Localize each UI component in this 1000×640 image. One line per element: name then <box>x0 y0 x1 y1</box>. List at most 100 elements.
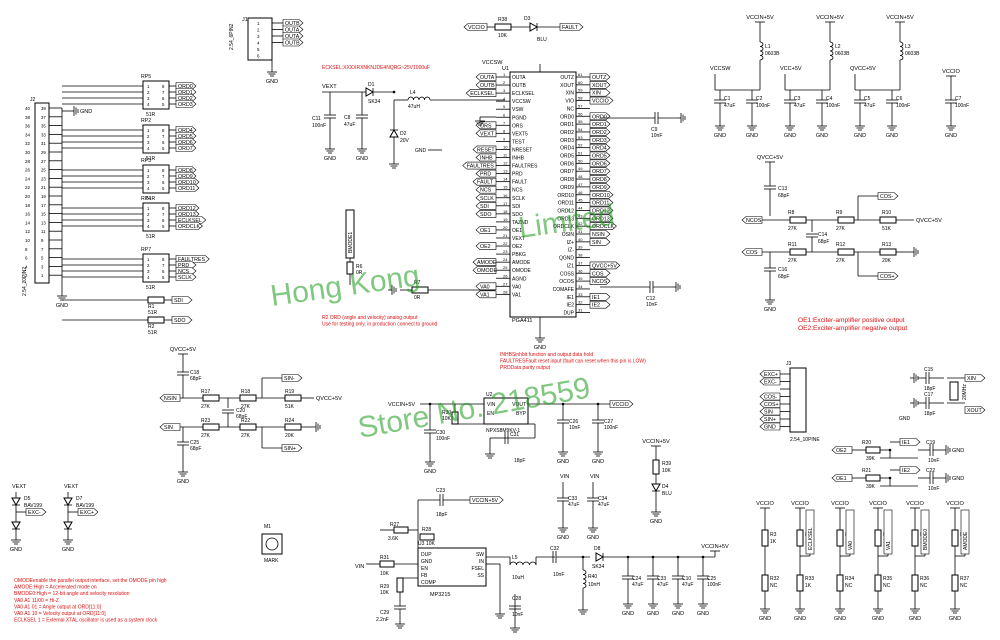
cap-value: 47uF <box>682 582 693 588</box>
pga-right-net <box>589 214 614 223</box>
pga-right-net <box>589 183 611 191</box>
cap-value: 18pF <box>924 411 935 417</box>
c32-value: 10nF <box>553 572 564 578</box>
fault-tag <box>559 23 584 31</box>
pga-left-net-label: OE1 <box>480 228 491 234</box>
ldo-pin: VIN <box>487 402 496 408</box>
j2-pin-number: 22 <box>25 185 31 190</box>
pga-pin-number: 12 <box>503 161 508 166</box>
rpack-name: RP3 <box>141 158 151 164</box>
sin-minus-tag-label: SIN- <box>284 376 295 382</box>
inductor-symbol <box>407 96 431 101</box>
resistor-symbol <box>836 574 844 592</box>
inductor-symbol <box>509 561 537 566</box>
rpack-net-tag-label: ORD1 <box>178 90 193 96</box>
pga-left-net-label: ECLKSEL <box>470 91 494 97</box>
pga-right-net-label: XOUT <box>592 83 607 89</box>
power-label: VCCIN+5V <box>886 15 914 21</box>
note-mid: Use for testing only, in production conn… <box>322 322 437 328</box>
pga-left-net <box>472 177 497 186</box>
buck-pin: GND <box>421 559 433 565</box>
pga-pin-number: 7 <box>503 120 506 125</box>
pga-left-net <box>475 226 497 234</box>
power-label: VCCIN+5V <box>746 15 774 21</box>
pga-pin-number: 39 <box>578 245 583 250</box>
r7-name: R7 <box>414 280 421 286</box>
rpack-net-tag <box>175 100 197 108</box>
vin-label: VIN <box>560 474 569 480</box>
pga-left-pin: OUTA <box>512 75 526 81</box>
r9-value: 27K <box>836 226 846 232</box>
pga-right-net <box>589 269 611 278</box>
resistor-symbol <box>879 248 897 256</box>
j2-pin-number: 16 <box>25 212 31 217</box>
power-label: VCCIO <box>906 501 924 507</box>
j2-pin-number: 36 <box>25 124 31 129</box>
pga-left-net-label: SCLK <box>480 196 494 202</box>
resistor-symbol <box>911 574 919 592</box>
rpack-net-tag-label: SCLK <box>178 275 192 281</box>
c26-value: 10nF <box>569 425 580 431</box>
qvcc-label: QVCC+5V <box>316 396 342 402</box>
ldo-chip <box>483 397 529 425</box>
j2-pin-number: 21 <box>41 185 46 190</box>
j2-pin-number: 20 <box>25 194 31 199</box>
cap-name: C3 <box>794 96 801 102</box>
buck-part: MP3215 <box>430 592 451 598</box>
pga-right-net <box>589 238 611 246</box>
pga-right-net-label: ORD4 <box>592 146 607 152</box>
pga-right-pin: ORD13 <box>557 216 574 222</box>
pga-right-net-label: COS <box>592 271 604 277</box>
rpack-net-tag-label: ECLKSEL <box>178 218 202 224</box>
ground-label: GND <box>592 459 604 465</box>
fault-tag-label: FAULT <box>562 25 579 31</box>
j2-pin-number: 27 <box>41 159 46 164</box>
resistor-symbol <box>147 296 165 304</box>
ground-label: GND <box>266 79 278 85</box>
pga-pin-number: 17 <box>503 201 508 206</box>
crystal-symbol <box>949 381 959 401</box>
cap-name: C6 <box>896 96 903 102</box>
ground-label: GND <box>816 133 828 139</box>
pga-left-net <box>475 81 497 89</box>
c14-name: C14 <box>818 232 827 238</box>
oe-tag <box>831 474 853 482</box>
pga-pin-number: 19 <box>503 217 508 222</box>
ldo-vin: VCCIN+5V <box>388 402 415 408</box>
resistor-symbol <box>284 423 302 431</box>
ground-label: GND <box>746 133 758 139</box>
pga-right-net-label: ORD13 <box>592 216 610 222</box>
j1-net-tag-label: OUTA <box>285 28 300 34</box>
pga-right-pin: OUTZ <box>560 75 574 81</box>
pga-left-pin: SCLK <box>512 196 526 202</box>
r13-value: 20K <box>882 258 892 264</box>
resistor-symbol <box>911 529 919 547</box>
rpack-pin: 8 <box>162 128 165 133</box>
pga-left-pin: SDO <box>512 212 523 218</box>
pulldown-name: R36 <box>920 576 929 582</box>
j2-pin-number: 5 <box>41 256 44 261</box>
resistor-symbol <box>379 560 395 568</box>
resistor-symbol <box>789 248 807 256</box>
l-name: L1 <box>765 44 771 50</box>
pga-pin-number: 57 <box>578 103 583 108</box>
resistor-pack <box>142 80 170 110</box>
pga-left-net <box>465 89 497 97</box>
pga-right-net <box>589 300 611 309</box>
diode-symbol <box>529 22 539 32</box>
j3-net-tag <box>759 370 781 378</box>
rpack-pin: 7 <box>162 134 165 139</box>
r23-name: R23 <box>201 418 210 424</box>
buck-pin: FSEL <box>471 566 484 572</box>
j2-pin-number: 7 <box>41 247 44 252</box>
cap-name: C10 <box>682 576 691 582</box>
pga-pin-number: 55 <box>578 119 583 124</box>
vext-label: VEXT <box>322 84 337 90</box>
ground-label: GND <box>952 448 964 454</box>
power-label: QVCC+5V <box>170 347 197 353</box>
pga-right-net <box>589 159 611 168</box>
cap-name: C33 <box>657 576 666 582</box>
c25-name: C25 <box>190 440 199 446</box>
l-value: 0603B <box>905 51 920 57</box>
bmode-label: BMODE1 <box>348 232 354 253</box>
